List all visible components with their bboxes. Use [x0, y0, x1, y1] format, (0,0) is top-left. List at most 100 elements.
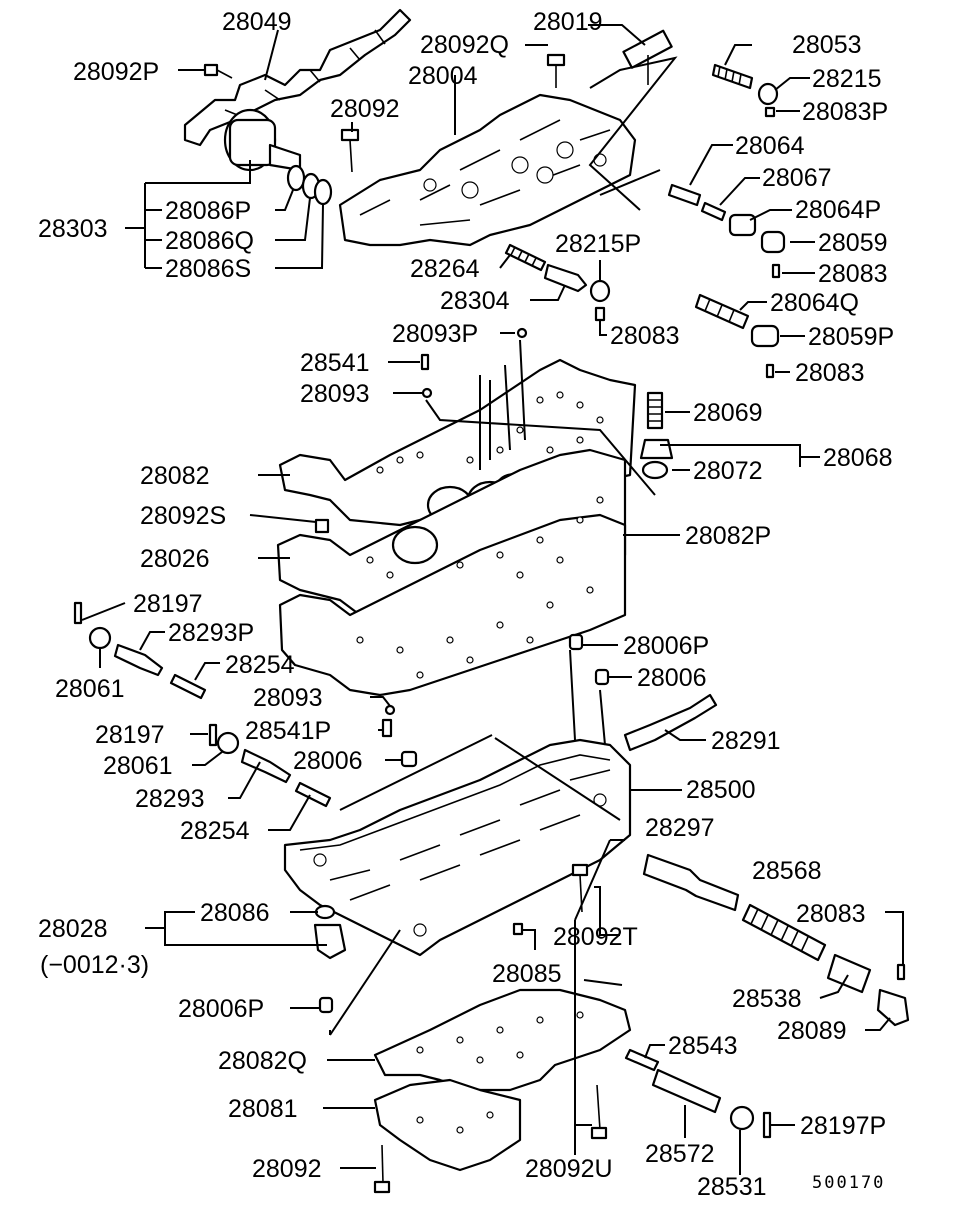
part-28092-bolt — [340, 128, 360, 173]
part-28264-spring — [504, 243, 547, 272]
part-28049-brackets — [183, 8, 412, 147]
part-28069-spring — [646, 391, 664, 430]
label-28541p: 28541P — [245, 717, 331, 745]
label-28049: 28049 — [222, 8, 292, 36]
part-28197-pin-a — [73, 601, 83, 625]
label-28092t: 28092T — [553, 923, 638, 951]
part-28215-valve — [757, 82, 779, 106]
label-28086q: 28086Q — [165, 227, 254, 255]
part-28092t-bolt — [571, 863, 589, 913]
part-28293p-valve — [113, 643, 164, 677]
label-28197-a: 28197 — [133, 590, 203, 618]
label-28072: 28072 — [693, 457, 763, 485]
lower-plate-holes — [416, 1011, 584, 1134]
part-28500-lower-valve-body — [283, 738, 632, 957]
part-28568-spring — [741, 903, 827, 962]
label-28006-a: 28006 — [637, 664, 707, 692]
label-28215: 28215 — [812, 65, 882, 93]
label-28572: 28572 — [645, 1140, 715, 1168]
part-28293-valve — [240, 748, 292, 784]
part-28089-plug — [876, 988, 910, 1027]
label-28092p: 28092P — [73, 58, 159, 86]
label-28006p-b: 28006P — [178, 995, 264, 1023]
label-28026: 28026 — [140, 545, 210, 573]
label-28293p: 28293P — [168, 619, 254, 647]
part-28081-gasket — [373, 1078, 522, 1172]
label-28064: 28064 — [735, 132, 805, 160]
part-28093-ball-b — [384, 704, 396, 716]
label-28293: 28293 — [135, 785, 205, 813]
label-28085: 28085 — [492, 960, 562, 988]
part-28197p-pin — [762, 1111, 772, 1139]
callout-labels: 28049 28092P 28019 28092Q 28004 28053 28… — [38, 8, 894, 1201]
part-28093p-ball — [516, 327, 528, 339]
label-28061-b: 28061 — [103, 752, 173, 780]
part-28538-plug — [826, 953, 872, 994]
label-28059p: 28059P — [808, 323, 894, 351]
label-28061-a: 28061 — [55, 675, 125, 703]
part-28197-pin-b — [208, 723, 218, 747]
label-28291: 28291 — [711, 727, 781, 755]
part-28061-cap-a — [88, 626, 112, 650]
part-28092u-bolt — [590, 1084, 608, 1140]
label-28093-a: 28093 — [300, 380, 370, 408]
label-28254-a: 28254 — [225, 651, 295, 679]
label-28092q: 28092Q — [420, 31, 509, 59]
label-28093-b: 28093 — [253, 684, 323, 712]
label-28083-b: 28083 — [610, 322, 680, 350]
part-28068-valve — [639, 438, 674, 460]
label-28082p: 28082P — [685, 522, 771, 550]
part-28053-spring — [711, 63, 754, 90]
part-28019-pin — [622, 29, 673, 85]
label-28543: 28543 — [668, 1032, 738, 1060]
part-28543-spring — [624, 1048, 660, 1072]
label-28541: 28541 — [300, 349, 370, 377]
part-28254-spring-a — [169, 673, 207, 700]
part-28297-valve — [642, 853, 740, 912]
part-28083-pin-c — [765, 363, 775, 379]
label-28082: 28082 — [140, 462, 210, 490]
part-28541p-spring — [381, 718, 393, 738]
label-28083-d: 28083 — [796, 900, 866, 928]
label-28068: 28068 — [823, 444, 893, 472]
label-28303: 28303 — [38, 215, 108, 243]
part-28006-check-b — [594, 668, 610, 686]
plate-holes — [356, 391, 604, 679]
label-28028-range: (−0012·3) — [40, 951, 149, 979]
label-28082q: 28082Q — [218, 1047, 307, 1075]
label-28028: 28028 — [38, 915, 108, 943]
label-28067: 28067 — [762, 164, 832, 192]
label-28083-a: 28083 — [818, 260, 888, 288]
label-28092s: 28092S — [140, 502, 226, 530]
label-28254-b: 28254 — [180, 817, 250, 845]
label-28197p: 28197P — [800, 1112, 886, 1140]
label-28264: 28264 — [410, 255, 480, 283]
label-28059: 28059 — [818, 229, 888, 257]
label-28092: 28092 — [330, 95, 400, 123]
part-28303-solenoid — [223, 108, 302, 172]
part-28064-spring — [667, 183, 702, 207]
label-28215p: 28215P — [555, 230, 641, 258]
label-28297: 28297 — [645, 814, 715, 842]
label-28089: 28089 — [777, 1017, 847, 1045]
part-28531-plug — [729, 1105, 755, 1131]
part-28004-upper-valve-body — [338, 93, 637, 247]
part-28083p-pin — [764, 106, 776, 118]
part-28092-bolt-b — [373, 1144, 391, 1194]
part-28291-valve — [623, 693, 718, 752]
label-28064q: 28064Q — [770, 289, 859, 317]
label-28004: 28004 — [408, 62, 478, 90]
label-28093p: 28093P — [392, 320, 478, 348]
part-28093-ball-a — [421, 387, 433, 399]
label-28006-b: 28006 — [293, 747, 363, 775]
drawing-code: 500170 — [812, 1173, 885, 1193]
label-28531: 28531 — [697, 1173, 767, 1201]
label-28086p: 28086P — [165, 197, 251, 225]
part-28083-pin-b — [594, 306, 606, 322]
part-28086-orings — [286, 164, 333, 206]
part-28059p-plug — [750, 324, 780, 348]
part-28082q-plate — [373, 988, 632, 1092]
part-28072-oring — [641, 460, 669, 480]
